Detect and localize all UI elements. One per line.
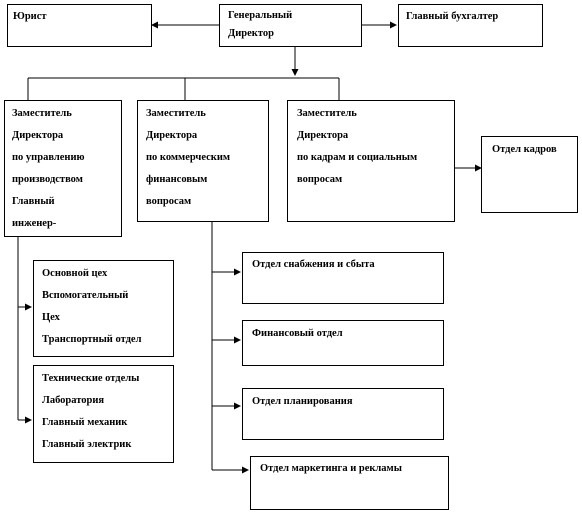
hr-department-node: Отдел кадров <box>481 136 578 213</box>
node-label: Цех <box>42 312 60 323</box>
node-label: по коммерческим <box>146 152 231 163</box>
node-label: Директора <box>12 130 64 141</box>
finance-node: Финансовый отдел <box>242 320 444 366</box>
planning-node: Отдел планирования <box>242 388 444 440</box>
node-label: Генеральный <box>228 10 293 21</box>
deputy-commercial-node: Заместитель Директора по коммерческим фи… <box>137 100 269 222</box>
node-label: Отдел кадров <box>492 144 557 155</box>
node-label: инженер- <box>12 218 57 229</box>
technical-units-node: Технические отделы Лаборатория Главный м… <box>33 365 174 463</box>
node-label: Заместитель <box>146 108 206 119</box>
ceo-node: Генеральный Директор <box>219 4 362 47</box>
supply-sales-node: Отдел снабжения и сбыта <box>242 252 444 304</box>
node-label: Главный электрик <box>42 439 132 450</box>
node-label: вопросам <box>146 196 192 207</box>
node-label: производством <box>12 174 83 185</box>
node-label: Юрист <box>13 11 47 22</box>
node-label: Лаборатория <box>42 395 105 406</box>
deputy-production-node: Заместитель Директора по управлению прои… <box>4 100 122 237</box>
node-label: Главный <box>12 196 55 207</box>
marketing-node: Отдел маркетинга и рекламы <box>250 456 449 510</box>
node-label: Заместитель <box>297 108 357 119</box>
node-label: Технические отделы <box>42 373 140 384</box>
node-label: Директора <box>146 130 198 141</box>
node-label: Отдел маркетинга и рекламы <box>260 463 402 474</box>
node-label: Заместитель <box>12 108 72 119</box>
node-label: Главный бухгалтер <box>406 11 499 22</box>
node-label: Отдел снабжения и сбыта <box>252 259 375 270</box>
node-label: Отдел планирования <box>252 396 353 407</box>
node-label: Главный механик <box>42 417 128 428</box>
chief-accountant-node: Главный бухгалтер <box>398 4 543 47</box>
node-label: Директора <box>297 130 349 141</box>
node-label: вопросам <box>297 174 343 185</box>
node-label: Финансовый отдел <box>252 328 343 339</box>
deputy-hr-node: Заместитель Директора по кадрам и социал… <box>287 100 455 222</box>
node-label: Директор <box>228 28 274 39</box>
node-label: по управлению <box>12 152 85 163</box>
lawyer-node: Юрист <box>7 4 152 47</box>
node-label: Вспомогательный <box>42 290 129 301</box>
node-label: Транспортный отдел <box>42 334 142 345</box>
production-units-node: Основной цех Вспомогательный Цех Транспо… <box>33 260 174 357</box>
node-label: Основной цех <box>42 268 108 279</box>
node-label: финансовым <box>146 174 208 185</box>
node-label: по кадрам и социальным <box>297 152 418 163</box>
